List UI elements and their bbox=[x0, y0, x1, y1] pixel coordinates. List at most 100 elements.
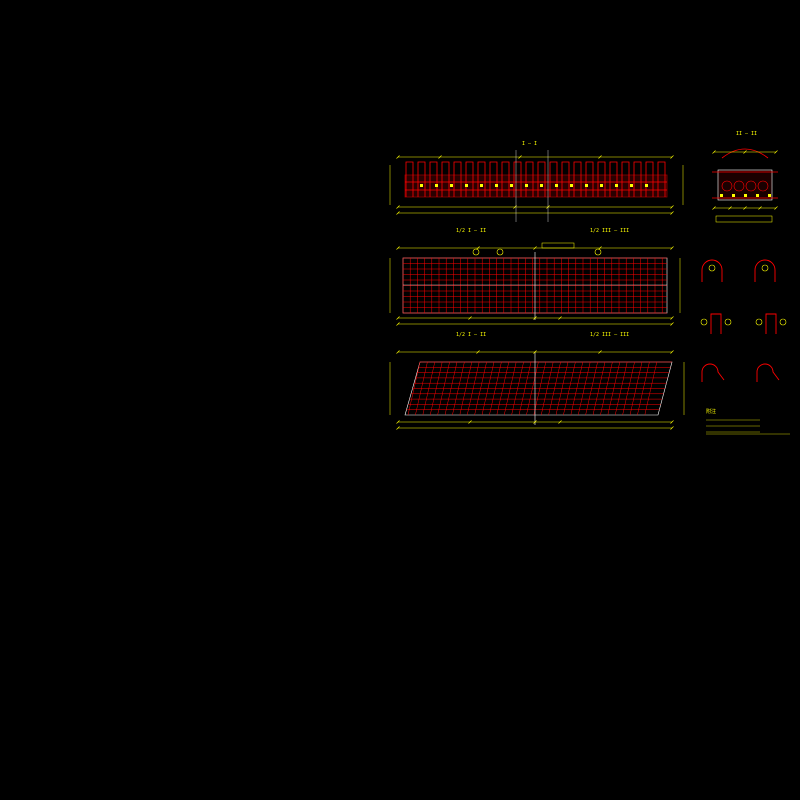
dimension-tick bbox=[670, 205, 674, 209]
dimension-tick bbox=[670, 426, 674, 430]
stirrup bbox=[501, 161, 510, 197]
bent-bar-detail bbox=[701, 363, 725, 382]
label-box bbox=[541, 242, 575, 249]
bar-mark bbox=[756, 194, 759, 197]
dimension-tick bbox=[670, 420, 674, 424]
bar-mark bbox=[645, 184, 648, 187]
u-bar-detail bbox=[765, 313, 777, 334]
void-circle bbox=[757, 180, 769, 192]
lower-right-plan-title: 1/2 III — III bbox=[590, 332, 630, 338]
bar-mark bbox=[720, 194, 723, 197]
bar-mark bbox=[570, 184, 573, 187]
bar-mark bbox=[495, 184, 498, 187]
dimension-tick bbox=[558, 316, 562, 320]
dimension-tick bbox=[670, 350, 674, 354]
dimension-tick bbox=[598, 350, 602, 354]
dimension-tick bbox=[396, 205, 400, 209]
callout-bubble bbox=[779, 318, 787, 326]
section-2-2-view bbox=[712, 148, 778, 223]
bar-mark bbox=[744, 194, 747, 197]
stirrup bbox=[645, 161, 654, 197]
bent-bar-detail bbox=[756, 363, 780, 382]
stirrup bbox=[585, 161, 594, 197]
bar-mark bbox=[600, 184, 603, 187]
dimension-tick bbox=[533, 420, 537, 424]
stirrup bbox=[477, 161, 486, 197]
dimension-tick bbox=[396, 350, 400, 354]
hook-detail bbox=[754, 259, 776, 282]
section-2-2-title: II — II bbox=[736, 131, 758, 137]
callout-bubble bbox=[755, 318, 763, 326]
u-bar-detail bbox=[710, 313, 722, 334]
stirrup bbox=[513, 161, 522, 197]
beam-outline bbox=[404, 174, 668, 198]
callout-bubble bbox=[700, 318, 708, 326]
dimension-tick bbox=[774, 206, 778, 210]
stirrup bbox=[441, 161, 450, 197]
dimension-tick bbox=[670, 246, 674, 250]
bar-mark bbox=[510, 184, 513, 187]
upper-right-plan-title: 1/2 III — III bbox=[590, 228, 630, 234]
dimension-tick bbox=[533, 350, 537, 354]
callout-bubble bbox=[594, 248, 602, 256]
bar-mark bbox=[615, 184, 618, 187]
dimension-tick bbox=[712, 150, 716, 154]
bar-mark bbox=[630, 184, 633, 187]
dimension-tick bbox=[396, 316, 400, 320]
notes-heading: 附注 bbox=[706, 409, 717, 415]
dimension-tick bbox=[396, 420, 400, 424]
stirrup bbox=[417, 161, 426, 197]
stirrup bbox=[549, 161, 558, 197]
bar-mark bbox=[540, 184, 543, 187]
bar-mark bbox=[732, 194, 735, 197]
dimension-tick bbox=[743, 150, 747, 154]
stirrup bbox=[525, 161, 534, 197]
stirrup bbox=[621, 161, 630, 197]
lower-left-plan-title: 1/2 I — II bbox=[456, 332, 487, 338]
bar-mark bbox=[555, 184, 558, 187]
dimension-tick bbox=[476, 350, 480, 354]
top-bar-arc bbox=[721, 148, 769, 159]
stirrup bbox=[429, 161, 438, 197]
stirrup bbox=[489, 161, 498, 197]
dimension-tick bbox=[670, 155, 674, 159]
bar-mark bbox=[450, 184, 453, 187]
dimension-tick bbox=[712, 206, 716, 210]
callout-bubble bbox=[708, 264, 716, 272]
bar-mark bbox=[465, 184, 468, 187]
dimension-tick bbox=[533, 246, 537, 250]
dimension-tick bbox=[774, 150, 778, 154]
dimension-tick bbox=[396, 246, 400, 250]
stirrup bbox=[633, 161, 642, 197]
bar-mark bbox=[525, 184, 528, 187]
dimension-tick bbox=[670, 316, 674, 320]
callout-bubble bbox=[472, 248, 480, 256]
dimension-tick bbox=[758, 206, 762, 210]
dimension-tick bbox=[396, 155, 400, 159]
upper-rebar-plan-view bbox=[389, 242, 681, 326]
dimension-tick bbox=[670, 322, 674, 326]
bar-mark bbox=[480, 184, 483, 187]
callout-bubble bbox=[724, 318, 732, 326]
dimension-tick bbox=[468, 316, 472, 320]
stirrup bbox=[657, 161, 666, 197]
dimension-tick bbox=[396, 322, 400, 326]
stirrup bbox=[561, 161, 570, 197]
dimension-tick bbox=[396, 426, 400, 430]
stirrup bbox=[405, 161, 414, 197]
bar-mark bbox=[585, 184, 588, 187]
stirrup bbox=[537, 161, 546, 197]
hook-detail bbox=[701, 259, 723, 282]
dimension-tick bbox=[743, 206, 747, 210]
dimension-tick bbox=[518, 155, 522, 159]
dimension-tick bbox=[468, 420, 472, 424]
bar-mark bbox=[435, 184, 438, 187]
label-box bbox=[715, 215, 773, 223]
dimension-tick bbox=[670, 211, 674, 215]
dimension-tick bbox=[728, 206, 732, 210]
dimension-tick bbox=[533, 316, 537, 320]
dimension-tick bbox=[396, 211, 400, 215]
upper-left-plan-title: 1/2 I — II bbox=[456, 228, 487, 234]
